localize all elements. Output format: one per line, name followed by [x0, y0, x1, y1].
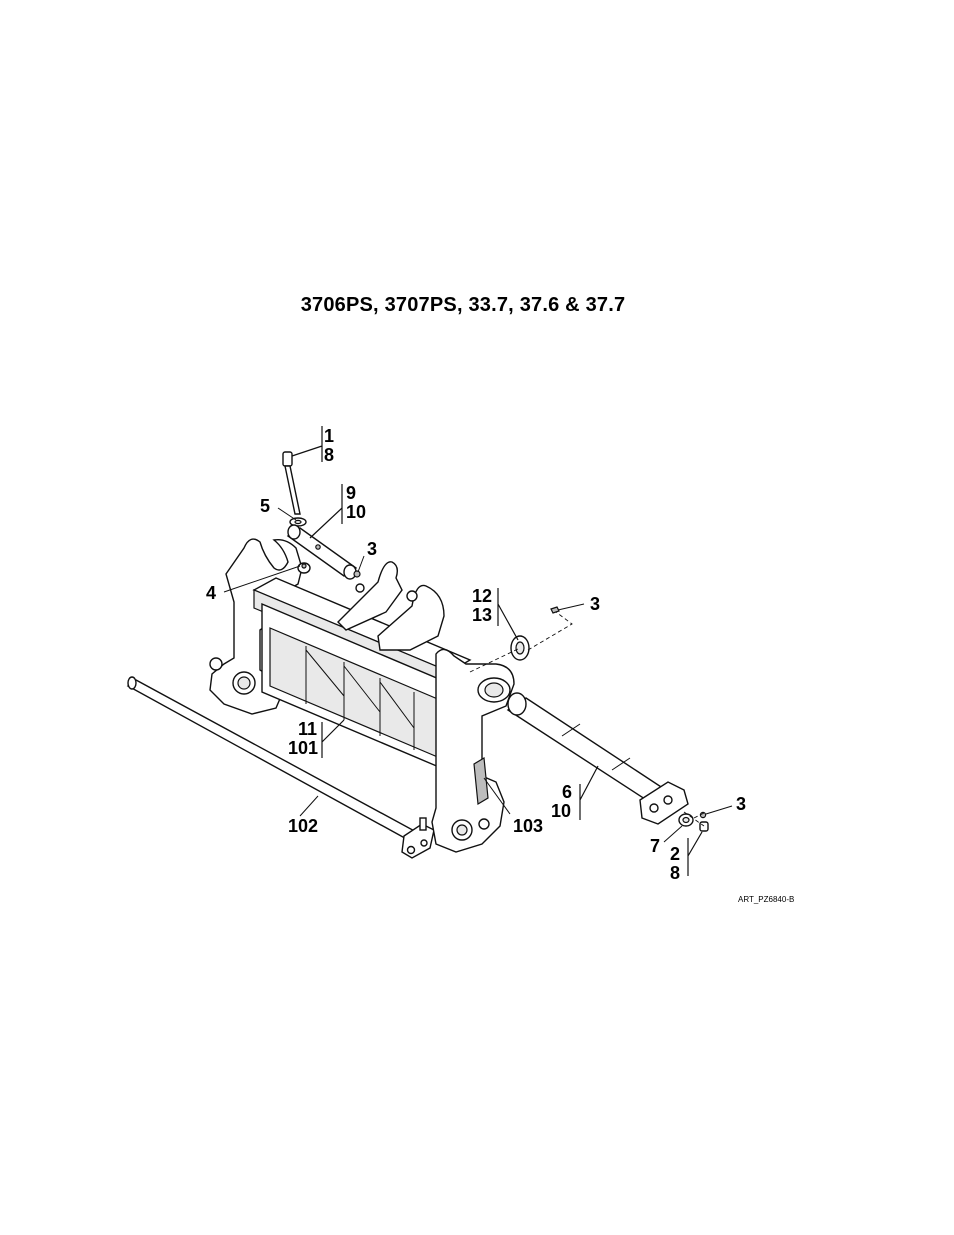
callout-3-bottom: 3	[736, 794, 746, 814]
callout-101: 101	[288, 738, 318, 758]
callout-10-top: 10	[346, 502, 366, 522]
collar-7	[679, 814, 693, 826]
grease-fitting-4	[298, 563, 310, 573]
grease-fitting-3-right	[551, 607, 559, 613]
bolt-2	[700, 822, 708, 831]
pivot-pin-6	[508, 693, 688, 824]
callout-13: 13	[472, 605, 492, 625]
callout-2: 2	[670, 844, 680, 864]
callout-9: 9	[346, 483, 356, 503]
washer-12	[511, 636, 529, 660]
callout-102: 102	[288, 816, 318, 836]
callout-6: 6	[562, 782, 572, 802]
right-side-plate	[432, 649, 514, 852]
callout-103: 103	[513, 816, 543, 836]
bolt-1	[283, 452, 300, 514]
callout-7: 7	[650, 836, 660, 856]
callout-4: 4	[206, 583, 216, 603]
callout-8-bottom: 8	[670, 863, 680, 883]
callout-1: 1	[324, 426, 334, 446]
callout-8-top: 8	[324, 445, 334, 465]
art-reference: ART_PZ6840-B	[738, 895, 794, 904]
callout-10-bottom: 10	[551, 801, 571, 821]
callout-11: 11	[298, 719, 317, 739]
callout-3-top: 3	[367, 539, 377, 559]
callout-3-right: 3	[590, 594, 600, 614]
callout-12: 12	[472, 586, 492, 606]
callout-5: 5	[260, 496, 270, 516]
grease-fitting-3-top	[354, 571, 360, 577]
